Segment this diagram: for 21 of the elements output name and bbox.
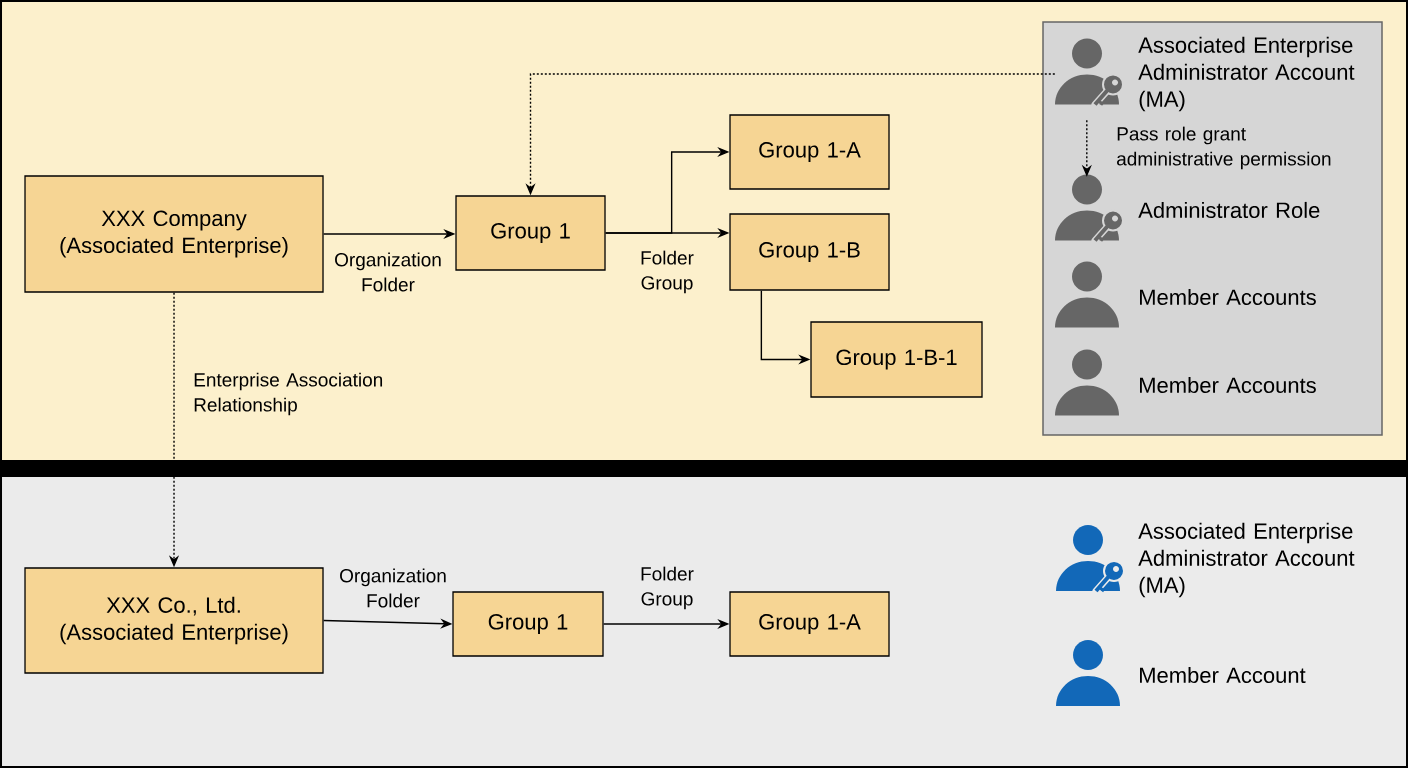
edge-label: Folder Group [641, 250, 694, 294]
account-label: Administrator Role [1138, 201, 1320, 219]
edge-label: Pass role grant administrative permission [1117, 126, 1331, 170]
group-box: Group 1 [455, 195, 606, 271]
legend-label: Associated Enterprise Administrator Account (MA) [1138, 522, 1355, 598]
edge-label: Folder Group [641, 566, 694, 610]
group-box: Group 1-B-1 [810, 321, 983, 398]
account-label: Member Accounts [1140, 376, 1316, 394]
group-box: XXX Co., Ltd. (Associated Enterprise) [24, 567, 324, 674]
group-box: XXX Company (Associated Enterprise) [24, 175, 324, 293]
group-box: Group 1-A [729, 591, 890, 657]
edge-label: Organization Folder [335, 252, 441, 292]
account-label: Associated Enterprise Administrator Account (MA) [1138, 36, 1355, 112]
edge-label: Organization Folder [340, 568, 446, 608]
group-box: Group 1-A [729, 114, 890, 190]
group-box: Group 1-B [729, 213, 890, 291]
edge-label: Enterprise Association Relationship [194, 372, 383, 416]
account-label: Member Accounts [1140, 288, 1316, 306]
account-panel [1042, 21, 1383, 436]
legend-label: Member Account [1140, 666, 1306, 684]
group-box: Group 1 [452, 591, 604, 657]
